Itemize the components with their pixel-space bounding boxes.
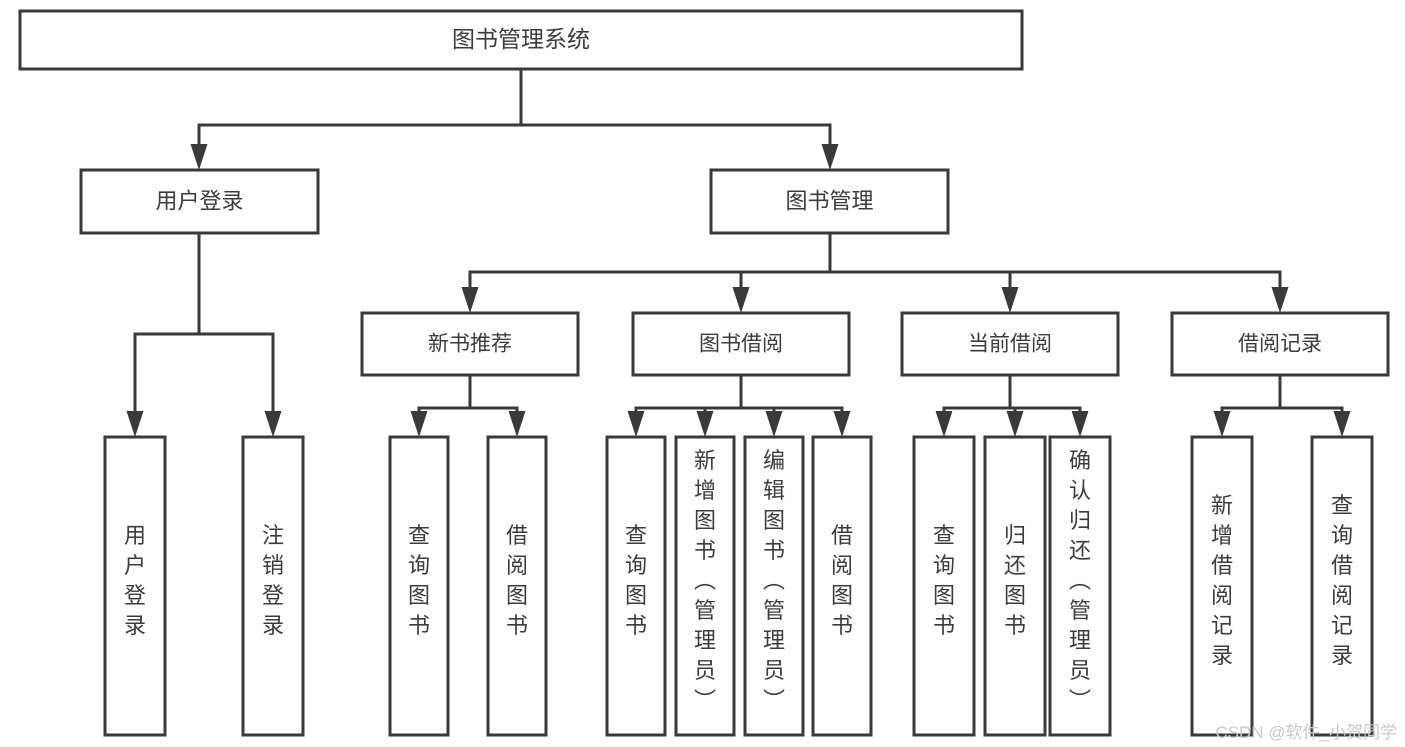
leaf-node-5[interactable]: 新增图书︵管理员︶ [674,435,736,737]
node-box [709,168,950,235]
arrowhead-icon [765,411,783,437]
leaf-node-label: 查询图书 [408,523,430,638]
root-node[interactable]: 图书管理系统 [18,9,1024,71]
leaf-node-1[interactable]: 注销登录 [241,435,305,737]
node-box [1170,311,1390,377]
leaf-node-label: 查询图书 [625,523,647,638]
node-label: 借阅记录 [1238,333,1322,356]
connector-10 [627,375,743,437]
connectors-layer [126,69,1351,437]
arrowhead-icon [508,411,526,437]
arrowhead-icon [190,144,208,170]
connector-14 [935,375,1012,437]
node-box [983,435,1047,737]
arrowhead-icon [821,144,839,170]
connector-17 [1213,375,1282,437]
node-label: 图书借阅 [699,333,783,356]
level2-node-0[interactable]: 新书推荐 [360,311,580,377]
leaf-node-3[interactable]: 借阅图书 [486,435,548,737]
node-box [674,435,736,737]
connector-5 [828,233,1289,313]
arrowhead-icon [461,287,479,313]
connector-18 [1278,375,1351,437]
node-box [811,435,873,737]
node-label: 图书管理系统 [452,26,590,52]
connector-9 [468,375,526,437]
node-box [18,9,1024,71]
arrowhead-icon [696,411,714,437]
node-box [388,435,450,737]
leaf-node-label: 新增借阅记录 [1211,493,1233,668]
arrowhead-icon [264,411,282,437]
level2-node-2[interactable]: 当前借阅 [900,311,1120,377]
level2-node-1[interactable]: 图书借阅 [631,311,851,377]
node-box [743,435,805,737]
node-box [1190,435,1254,737]
connector-7 [197,233,282,437]
arrowhead-icon [935,411,953,437]
connector-12 [739,375,783,437]
connector-3 [732,233,832,313]
arrowhead-icon [1333,411,1351,437]
leaf-node-label: 借阅图书 [506,523,528,638]
leaf-node-7[interactable]: 借阅图书 [811,435,873,737]
node-label: 图书管理 [785,188,873,213]
level2-node-3[interactable]: 借阅记录 [1170,311,1390,377]
connector-0 [190,69,523,170]
leaf-node-9[interactable]: 归还图书 [983,435,1047,737]
node-label: 用户登录 [155,188,243,213]
arrowhead-icon [410,411,428,437]
node-box [241,435,305,737]
node-box [103,435,167,737]
level1-node-0[interactable]: 用户登录 [79,168,320,235]
arrowhead-icon [126,411,144,437]
leaf-node-label: 注销登录 [262,523,284,638]
leaf-node-label: 查询借阅记录 [1331,493,1353,668]
leaf-node-0[interactable]: 用户登录 [103,435,167,737]
leaf-node-2[interactable]: 查询图书 [388,435,450,737]
node-box [79,168,320,235]
node-box [486,435,548,737]
node-box [1048,435,1112,737]
connector-1 [519,69,839,170]
leaf-node-label: 编辑图书︵管理员︶ [763,448,785,713]
arrowhead-icon [1071,411,1089,437]
node-box [912,435,976,737]
node-label: 新书推荐 [428,333,512,356]
leaf-node-label: 归还图书 [1004,523,1026,638]
watermark-text: CSDN @软件_小贺同学 [1215,723,1397,742]
arrowhead-icon [1271,287,1289,313]
level1-node-1[interactable]: 图书管理 [709,168,950,235]
arrowhead-icon [627,411,645,437]
arrowhead-icon [1006,411,1024,437]
arrowhead-icon [1213,411,1231,437]
node-box [900,311,1120,377]
node-label: 当前借阅 [968,333,1052,356]
leaf-node-label: 查询图书 [933,523,955,638]
connector-16 [1008,375,1089,437]
leaf-node-4[interactable]: 查询图书 [605,435,667,737]
connector-8 [410,375,472,437]
leaf-node-label: 用户登录 [124,523,146,638]
leaf-node-label: 新增图书︵管理员︶ [694,448,716,713]
node-box [605,435,667,737]
leaf-node-8[interactable]: 查询图书 [912,435,976,737]
node-box [360,311,580,377]
arrowhead-icon [1001,287,1019,313]
connector-13 [739,375,851,437]
leaf-node-label: 借阅图书 [831,523,853,638]
arrowhead-icon [732,287,750,313]
node-box [631,311,851,377]
leaf-node-label: 确认归还︵管理员︶ [1069,448,1091,713]
node-box [1310,435,1374,737]
leaf-node-6[interactable]: 编辑图书︵管理员︶ [743,435,805,737]
connector-11 [696,375,743,437]
nodes-layer: 图书管理系统用户登录图书管理新书推荐图书借阅当前借阅借阅记录用户登录注销登录查询… [18,9,1390,737]
leaf-node-12[interactable]: 查询借阅记录 [1310,435,1374,737]
leaf-node-11[interactable]: 新增借阅记录 [1190,435,1254,737]
connector-6 [126,233,201,437]
arrowhead-icon [833,411,851,437]
leaf-node-10[interactable]: 确认归还︵管理员︶ [1048,435,1112,737]
